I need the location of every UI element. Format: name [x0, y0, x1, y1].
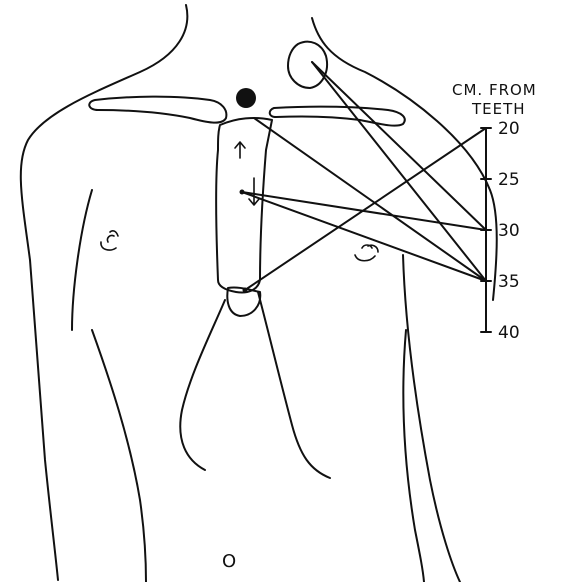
waist-right: [403, 330, 424, 582]
right-clavicle: [270, 107, 405, 126]
neck-left: [21, 5, 188, 580]
right-arm-inner: [403, 255, 460, 582]
upper-arrow: [235, 142, 245, 158]
left-arm-inner: [72, 190, 92, 330]
connection-lines: [240, 62, 487, 293]
neck-right: [312, 18, 497, 300]
scale-tick-label-25: 25: [498, 170, 520, 190]
left-nipple: [101, 231, 118, 250]
body-outline: [21, 5, 497, 582]
waist-left: [92, 330, 146, 582]
scale-tick-label-30: 30: [498, 221, 520, 241]
navel-mark: O: [222, 551, 236, 572]
rib-margin-left: [180, 300, 225, 470]
nipples: [101, 231, 378, 261]
left-clavicle: [89, 97, 226, 123]
connection-line-lower-esophagus-point-20: [245, 128, 486, 290]
left-shoulder-lesion: [288, 42, 327, 88]
lower-esophagus-point-dot: [243, 288, 248, 293]
mid-esophagus-point-dot: [240, 190, 245, 195]
esophagus: [216, 88, 272, 316]
rib-margin-right: [258, 292, 330, 478]
pharynx-mark: [236, 88, 256, 108]
scale-tick-label-35: 35: [498, 272, 520, 292]
esophagus-body: [216, 118, 272, 293]
right-nipple: [355, 245, 378, 261]
scale-tick-label-40: 40: [498, 323, 520, 343]
scale-tick-label-20: 20: [498, 119, 520, 139]
scale-title-line2: TEETH: [471, 100, 526, 118]
scale-title-line1: CM. FROM: [452, 81, 537, 99]
lower-arrow: [249, 178, 259, 205]
